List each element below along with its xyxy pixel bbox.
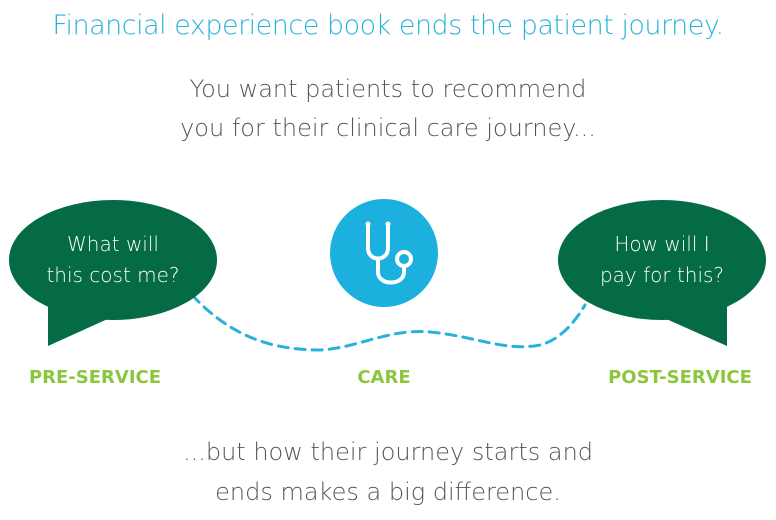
right-bubble-line-2: pay for this? (599, 263, 725, 287)
right-bubble-text: How will I pay for this? (572, 229, 752, 291)
right-bubble-line-1: How will I (614, 232, 710, 256)
page-title: Financial experience book ends the patie… (52, 10, 724, 41)
stethoscope-icon (330, 199, 438, 307)
intro-line-1: You want patients to recommend (189, 75, 587, 103)
stage-label-care: CARE (357, 367, 411, 388)
intro-line-2: you for their clinical care journey... (180, 114, 596, 142)
outro-line-2: ends makes a big difference. (215, 478, 561, 506)
left-bubble-line-1: What will (67, 232, 159, 256)
left-bubble-line-2: this cost me? (46, 263, 180, 287)
outro-line-1: ...but how their journey starts and (182, 438, 594, 466)
intro-text: You want patients to recommend you for t… (0, 70, 776, 148)
stage-label-post-service: POST-SERVICE (608, 367, 752, 388)
journey-dashed-path (190, 293, 587, 352)
outro-text: ...but how their journey starts and ends… (0, 432, 776, 512)
left-bubble-text: What will this cost me? (23, 229, 203, 291)
left-speech-bubble (9, 200, 217, 346)
stage-label-pre-service: PRE-SERVICE (28, 367, 162, 388)
right-speech-bubble (558, 200, 766, 346)
